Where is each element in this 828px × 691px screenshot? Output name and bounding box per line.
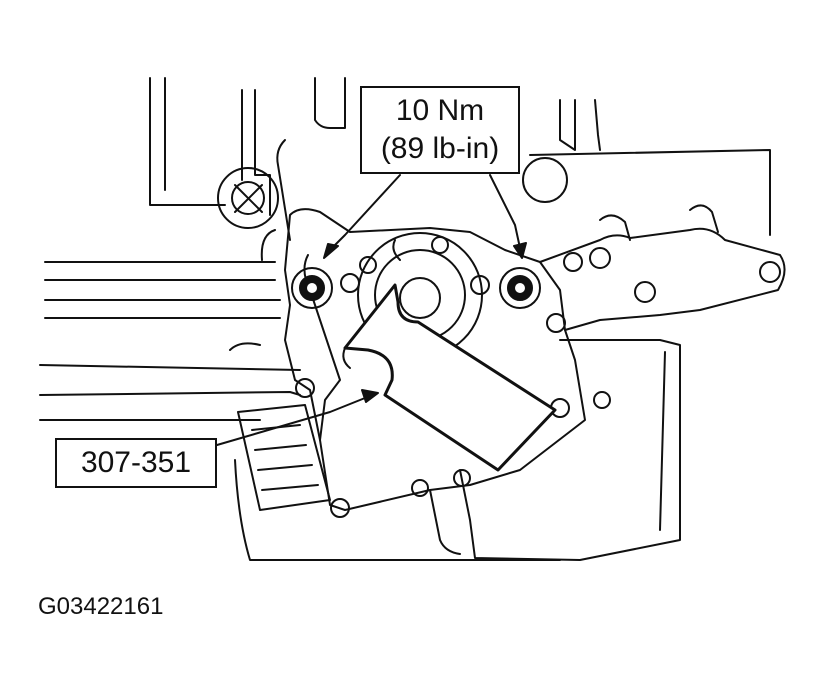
torque-value: 10 Nm bbox=[395, 94, 485, 127]
tool-callout: 307-351 bbox=[55, 438, 217, 488]
right-mounting-bolt bbox=[500, 268, 540, 308]
housing-outline bbox=[40, 78, 770, 420]
lower-housing bbox=[230, 340, 680, 560]
torque-callout: 10 Nm (89 lb-in) bbox=[360, 86, 520, 174]
tool-leader-line bbox=[217, 390, 378, 445]
torque-imperial: (89 lb-in) bbox=[380, 132, 500, 165]
torque-leader-lines bbox=[324, 175, 526, 258]
tool-number: 307-351 bbox=[80, 446, 192, 479]
plate-holes bbox=[296, 158, 610, 517]
lever-arm bbox=[540, 205, 785, 330]
figure-id: G03422161 bbox=[38, 593, 164, 620]
cap-fitting bbox=[218, 168, 278, 228]
special-tool bbox=[343, 285, 555, 470]
left-mounting-bolt bbox=[292, 268, 332, 308]
